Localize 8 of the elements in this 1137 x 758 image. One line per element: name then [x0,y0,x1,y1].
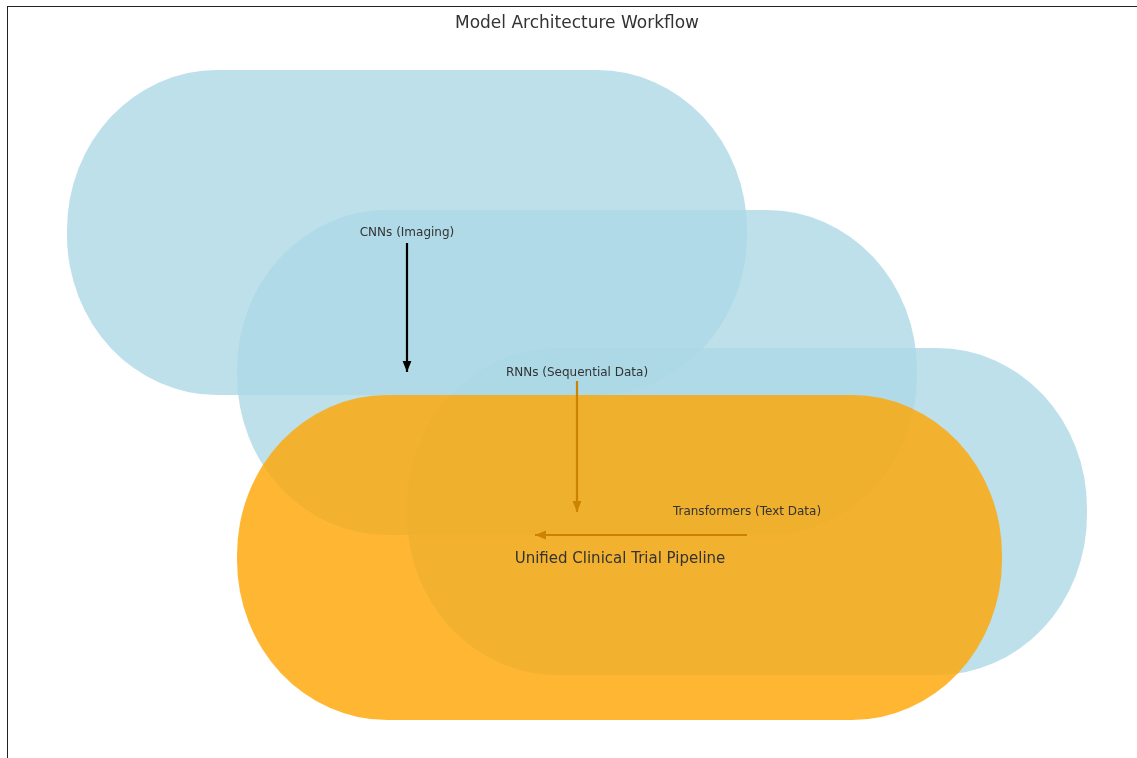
node-label: CNNs (Imaging) [359,225,455,239]
node-label: RNNs (Sequential Data) [505,365,649,379]
arrow [572,381,582,512]
arrow [535,530,747,540]
node-label: Transformers (Text Data) [672,504,822,518]
arrow [402,243,412,372]
node-label: Unified Clinical Trial Pipeline [514,533,726,567]
diagram-title: Model Architecture Workflow [455,12,699,32]
